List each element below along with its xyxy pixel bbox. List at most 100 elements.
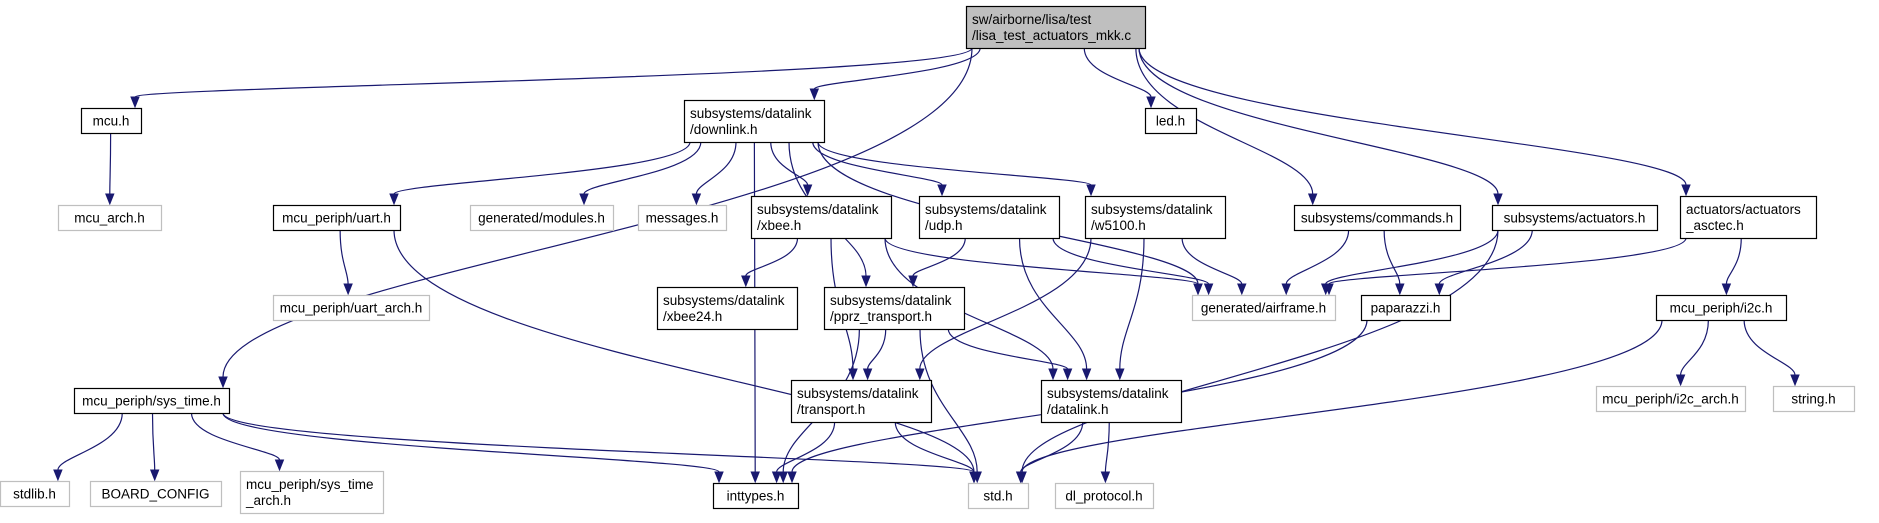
edge-line xyxy=(1680,319,1709,376)
edge-line xyxy=(1021,229,1499,473)
node-commands[interactable]: subsystems/commands.h xyxy=(1293,204,1462,232)
node-label: subsystems/datalink xyxy=(757,202,879,217)
edge-pprz-to-transport xyxy=(862,328,887,381)
edge-line xyxy=(1083,47,1152,98)
node-transport[interactable]: subsystems/datalink/transport.h xyxy=(790,379,933,424)
edge-arrowhead xyxy=(1237,283,1247,296)
node-airframe: generated/airframe.h xyxy=(1191,294,1337,322)
edge-sys_time-to-board_config xyxy=(149,412,160,482)
edge-arrowhead xyxy=(1395,283,1405,296)
edge-line xyxy=(57,412,123,471)
node-uart[interactable]: mcu_periph/uart.h xyxy=(272,204,402,232)
edge-arrowhead xyxy=(343,283,353,296)
node-box xyxy=(272,294,431,322)
edge-line xyxy=(339,229,349,285)
node-box xyxy=(89,480,223,508)
node-box xyxy=(272,204,402,232)
node-i2c-arch: mcu_periph/i2c_arch.h xyxy=(1595,385,1747,413)
node-box xyxy=(712,482,800,510)
node-label: messages.h xyxy=(646,211,719,226)
edge-arrowhead xyxy=(1086,184,1096,197)
node-i2c[interactable]: mcu_periph/i2c.h xyxy=(1655,294,1788,322)
edge-line xyxy=(1119,237,1145,370)
node-sys-time[interactable]: mcu_periph/sys_time.h xyxy=(73,387,231,415)
node-mcu[interactable]: mcu.h xyxy=(80,107,143,135)
node-actuators[interactable]: subsystems/actuators.h xyxy=(1491,204,1659,232)
node-label: /datalink.h xyxy=(1047,402,1109,417)
edge-udp-to-pprz xyxy=(908,237,966,288)
edge-line xyxy=(813,47,981,90)
node-udp[interactable]: subsystems/datalink/udp.h xyxy=(918,195,1061,240)
node-pprz[interactable]: subsystems/datalink/pprz_transport.h xyxy=(823,286,966,331)
edge-line xyxy=(583,141,702,195)
node-box xyxy=(1491,204,1659,232)
node-label: subsystems/actuators.h xyxy=(1504,211,1646,226)
nodes-layer: sw/airborne/lisa/test/lisa_test_actuator… xyxy=(0,5,1856,515)
node-box xyxy=(1293,204,1462,232)
node-messages: messages.h xyxy=(637,204,728,232)
node-box xyxy=(790,379,933,424)
node-board-config: BOARD_CONFIG xyxy=(89,480,223,508)
edge-arrowhead xyxy=(53,469,63,482)
edge-arrowhead xyxy=(771,471,782,484)
edge-arrowhead xyxy=(691,193,702,206)
node-label: /transport.h xyxy=(797,402,865,417)
edge-w5100-to-airframe xyxy=(1181,237,1247,296)
node-box xyxy=(57,204,163,232)
node-box xyxy=(1144,107,1198,135)
edge-line xyxy=(1383,229,1401,285)
edge-w5100-to-transport xyxy=(915,237,1092,381)
edge-arrowhead xyxy=(750,471,760,484)
edge-line xyxy=(894,421,975,473)
node-paparazzi[interactable]: paparazzi.h xyxy=(1360,294,1452,322)
edge-arrowhead xyxy=(105,193,115,206)
node-label: subsystems/datalink xyxy=(1047,386,1169,401)
edge-root-to-led xyxy=(1083,47,1156,109)
node-xbee[interactable]: subsystems/datalink/xbee.h xyxy=(750,195,893,240)
node-label: string.h xyxy=(1791,392,1835,407)
node-label: subsystems/datalink xyxy=(925,202,1047,217)
node-label: sw/airborne/lisa/test xyxy=(972,12,1092,27)
node-box xyxy=(1595,385,1747,413)
edge-line xyxy=(695,141,737,195)
node-label: subsystems/commands.h xyxy=(1301,211,1453,226)
node-box xyxy=(0,480,71,508)
node-label: generated/modules.h xyxy=(478,211,605,226)
node-label: dl_protocol.h xyxy=(1065,489,1142,504)
edge-actuators-to-paparazzi xyxy=(1434,229,1533,296)
edge-line xyxy=(1135,47,1314,195)
node-mcu-arch: mcu_arch.h xyxy=(57,204,163,232)
node-box xyxy=(1084,195,1227,240)
node-datalink[interactable]: subsystems/datalink/datalink.h xyxy=(1040,379,1183,424)
edge-line xyxy=(109,132,112,195)
node-box xyxy=(918,195,1061,240)
node-label: mcu_periph/sys_time.h xyxy=(82,394,221,409)
node-box xyxy=(823,286,966,331)
edge-commands-to-airframe xyxy=(1281,229,1350,296)
edge-arrowhead xyxy=(1434,283,1445,296)
node-label: mcu_periph/uart.h xyxy=(282,211,391,226)
edge-arrowhead xyxy=(741,275,751,288)
node-label: inttypes.h xyxy=(727,489,785,504)
edge-xbee-to-airframe xyxy=(884,237,1203,296)
node-inttypes[interactable]: inttypes.h xyxy=(712,482,800,510)
edge-line xyxy=(134,47,973,98)
edge-downlink-to-udp xyxy=(812,141,947,197)
node-label: subsystems/datalink xyxy=(830,293,952,308)
edge-line xyxy=(919,237,1092,370)
edge-downlink-to-w5100 xyxy=(817,141,1096,197)
node-stdlib: stdlib.h xyxy=(0,480,71,508)
node-downlink[interactable]: subsystems/datalink/downlink.h xyxy=(683,99,826,144)
edge-arrowhead xyxy=(1062,368,1073,381)
node-w5100[interactable]: subsystems/datalink/w5100.h xyxy=(1084,195,1227,240)
node-asctec[interactable]: actuators/actuators_asctec.h xyxy=(1679,195,1818,240)
node-box xyxy=(656,286,799,331)
node-xbee24[interactable]: subsystems/datalink/xbee24.h xyxy=(656,286,799,331)
edge-line xyxy=(1743,319,1796,376)
edge-actuators-to-std xyxy=(1017,229,1499,484)
node-led[interactable]: led.h xyxy=(1144,107,1198,135)
edge-line xyxy=(1052,237,1210,285)
node-root[interactable]: sw/airborne/lisa/test/lisa_test_actuator… xyxy=(965,5,1147,50)
node-label: generated/airframe.h xyxy=(1201,301,1326,316)
